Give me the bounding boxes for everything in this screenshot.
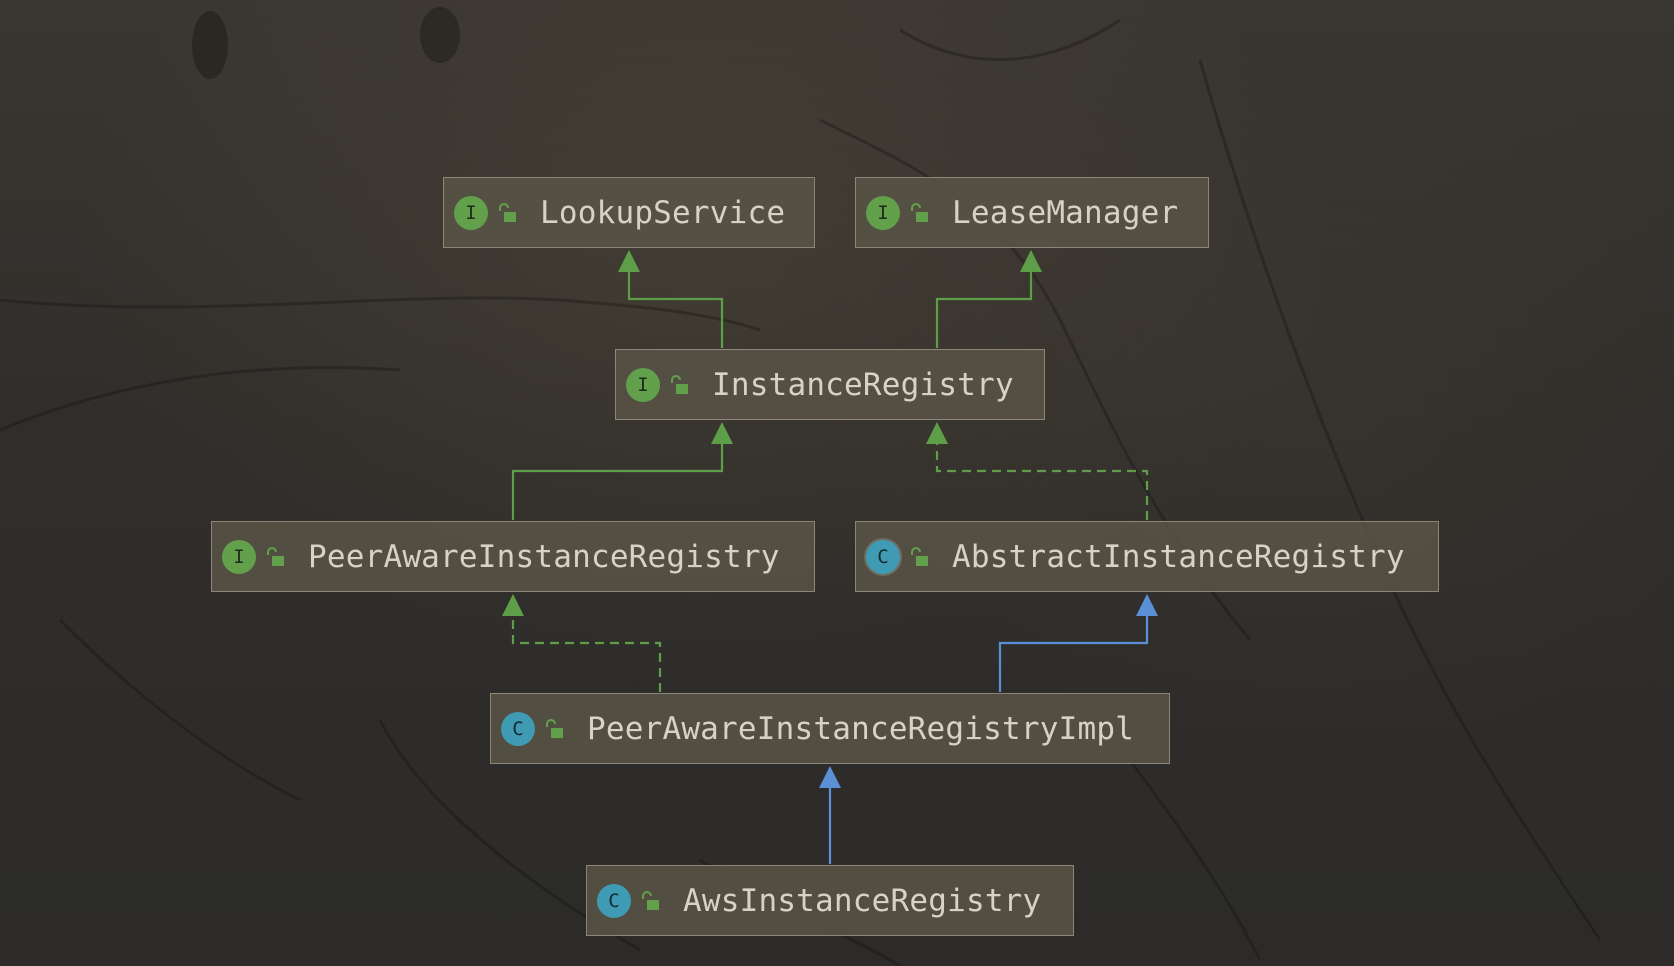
unlocked-padlock-icon — [671, 374, 688, 394]
node-peer-aware-instance-registry-impl[interactable]: C PeerAwareInstanceRegistryImpl — [490, 693, 1170, 764]
interface-icon: I — [222, 539, 256, 574]
node-label: PeerAwareInstanceRegistryImpl — [587, 710, 1135, 747]
arrowhead — [1136, 594, 1158, 616]
node-lookup-service[interactable]: I LookupService — [443, 177, 815, 248]
arrowhead — [1020, 250, 1042, 272]
edge-instance-registry-extends-lease-manager — [935, 250, 1042, 348]
node-label: AwsInstanceRegistry — [683, 882, 1042, 919]
arrowhead — [618, 250, 640, 272]
edge-aws-registry-extends-registry-impl — [819, 766, 841, 864]
arrowhead — [502, 594, 524, 616]
node-instance-registry[interactable]: I InstanceRegistry — [615, 349, 1045, 420]
edge-registry-impl-implements-peer-aware-registry — [502, 594, 662, 692]
class-icon: C — [501, 711, 535, 746]
node-label: LeaseManager — [952, 194, 1179, 231]
node-lease-manager[interactable]: I LeaseManager — [855, 177, 1209, 248]
interface-icon: I — [454, 195, 488, 230]
unlocked-padlock-icon — [642, 890, 659, 910]
node-aws-instance-registry[interactable]: C AwsInstanceRegistry — [586, 865, 1074, 936]
node-abstract-instance-registry[interactable]: C AbstractInstanceRegistry — [855, 521, 1439, 592]
interface-icon: I — [626, 367, 660, 402]
unlocked-padlock-icon — [267, 546, 284, 566]
edge-peer-aware-registry-extends-instance-registry — [511, 422, 733, 520]
node-label: AbstractInstanceRegistry — [952, 538, 1405, 575]
abstract-class-icon: C — [866, 539, 900, 574]
unlocked-padlock-icon — [546, 718, 563, 738]
edge-instance-registry-extends-lookup-service — [618, 250, 724, 348]
arrowhead — [819, 766, 841, 788]
node-peer-aware-instance-registry[interactable]: I PeerAwareInstanceRegistry — [211, 521, 815, 592]
arrowhead — [711, 422, 733, 444]
unlocked-padlock-icon — [499, 202, 516, 222]
class-icon: C — [597, 883, 631, 918]
unlocked-padlock-icon — [911, 546, 928, 566]
node-label: PeerAwareInstanceRegistry — [308, 538, 780, 575]
arrowhead — [926, 422, 948, 444]
edge-registry-impl-extends-abstract-registry — [998, 594, 1158, 692]
node-label: InstanceRegistry — [712, 366, 1014, 403]
node-label: LookupService — [540, 194, 786, 231]
edge-abstract-registry-implements-instance-registry — [926, 422, 1149, 520]
interface-icon: I — [866, 195, 900, 230]
unlocked-padlock-icon — [911, 202, 928, 222]
